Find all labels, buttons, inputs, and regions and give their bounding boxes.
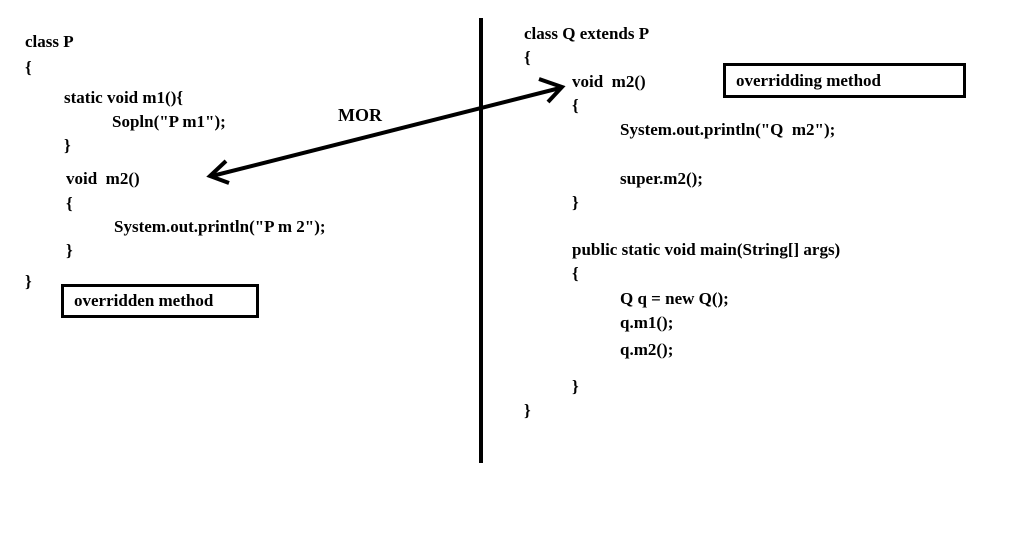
p-m2-body: System.out.println("P m 2"); <box>114 217 326 236</box>
main-open-brace: { <box>572 264 579 283</box>
mor-label: MOR <box>338 105 382 125</box>
mor-arrowhead-right <box>538 77 566 104</box>
class-q-close-brace: } <box>524 401 531 420</box>
class-p-close-brace: } <box>25 272 32 291</box>
m1-signature: static void m1(){ <box>64 88 184 107</box>
class-p-declaration: class P <box>25 32 74 51</box>
m1-close-brace: } <box>64 136 71 155</box>
p-m2-open-brace: { <box>66 194 73 213</box>
q-m2-signature: void m2() <box>572 72 646 91</box>
class-q-open-brace: { <box>524 48 531 67</box>
q-m2-open-brace: { <box>572 96 579 115</box>
p-m2-close-brace: } <box>66 241 73 260</box>
q-m2-super-call: super.m2(); <box>620 169 703 188</box>
main-close-brace: } <box>572 377 579 396</box>
m1-body: Sopln("P m1"); <box>112 112 226 131</box>
mor-arrowhead-left <box>206 159 230 185</box>
main-call-m1: q.m1(); <box>620 313 674 332</box>
q-m2-close-brace: } <box>572 193 579 212</box>
class-p-open-brace: { <box>25 58 32 77</box>
class-q-declaration: class Q extends P <box>524 24 650 43</box>
overridding-method-label: overridding method <box>723 63 966 98</box>
main-signature: public static void main(String[] args) <box>572 240 841 259</box>
overridden-method-label: overridden method <box>61 284 259 318</box>
main-call-m2: q.m2(); <box>620 340 674 359</box>
main-new-q: Q q = new Q(); <box>620 289 729 308</box>
p-m2-signature: void m2() <box>66 169 140 188</box>
q-m2-print-statement: System.out.println("Q m2"); <box>620 120 836 139</box>
mor-arrow-line <box>211 86 561 178</box>
